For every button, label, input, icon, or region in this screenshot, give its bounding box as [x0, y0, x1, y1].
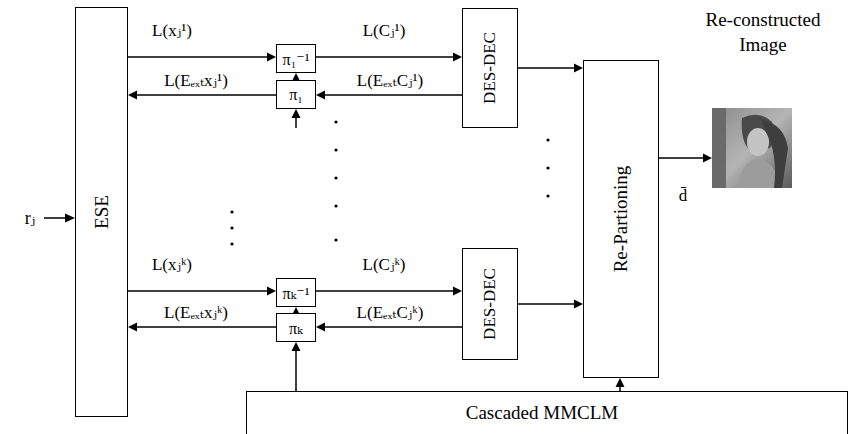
generator-box: Cascaded MMCLM: [246, 391, 848, 434]
signal-label: L(Cⱼᵏ): [361, 254, 408, 275]
signal-label: L(xⱼ¹): [150, 20, 194, 41]
input-line: [44, 217, 66, 219]
decoder-box: DES-DEC: [462, 8, 518, 128]
signal-label: L(Cⱼ¹): [361, 20, 408, 41]
interleaver-box: π₁: [276, 80, 316, 109]
connector-arrow: [616, 378, 625, 391]
connector-arrow: [128, 323, 276, 332]
box-label: π₁⁻¹: [277, 49, 315, 68]
connector-arrow: [316, 323, 462, 332]
connector-arrow: [128, 287, 276, 296]
box-label: ESE: [91, 195, 113, 229]
input-label: rⱼ: [23, 207, 38, 229]
box-label: π₁: [277, 86, 315, 104]
connector-arrow: [518, 64, 583, 73]
connector-arrow: [128, 53, 276, 62]
box-label: πₖ⁻¹: [277, 283, 315, 302]
partition-box: Re-Partioning: [583, 60, 659, 378]
signal-label: d̄: [677, 186, 690, 206]
decoder-box: DES-DEC: [462, 248, 518, 360]
stub-arrowhead: [292, 109, 301, 118]
interleaver-box: πₖ: [276, 313, 316, 342]
image-illustration: [712, 108, 792, 188]
signal-label: L(Eₑₓₜxⱼᵏ): [162, 302, 230, 323]
input-arrowhead: [65, 214, 75, 223]
image-node: Re-constructed Image: [712, 108, 792, 188]
box-label: DES-DEC: [480, 268, 500, 340]
estimator-box: ESE: [75, 7, 128, 417]
connector-arrow: [316, 91, 462, 100]
box-label: πₖ: [277, 318, 315, 337]
signal-label: L(EₑₓₜCⱼ¹): [355, 70, 426, 91]
connector-arrow: [128, 91, 276, 100]
signal-label: L(EₑₓₜCⱼᵏ): [355, 302, 426, 323]
connector-arrow: [292, 342, 301, 391]
connector-arrow: [316, 53, 462, 62]
box-label: Re-Partioning: [610, 166, 632, 273]
signal-label: L(Eₑₓₜxⱼ¹): [162, 70, 230, 91]
continuation-dots: [230, 120, 549, 245]
connector-arrow: [316, 287, 462, 296]
interleaver-box: πₖ⁻¹: [276, 278, 316, 307]
box-label: DES-DEC: [480, 32, 500, 104]
connector-arrow: [659, 154, 712, 163]
stub-line: [295, 117, 297, 128]
signal-label: L(xⱼᵏ): [150, 254, 194, 275]
box-label: Cascaded MMCLM: [247, 402, 837, 424]
interleaver-box: π₁⁻¹: [276, 44, 316, 73]
connector-arrow: [518, 300, 583, 309]
image-heading: Re-constructed Image: [686, 8, 840, 57]
